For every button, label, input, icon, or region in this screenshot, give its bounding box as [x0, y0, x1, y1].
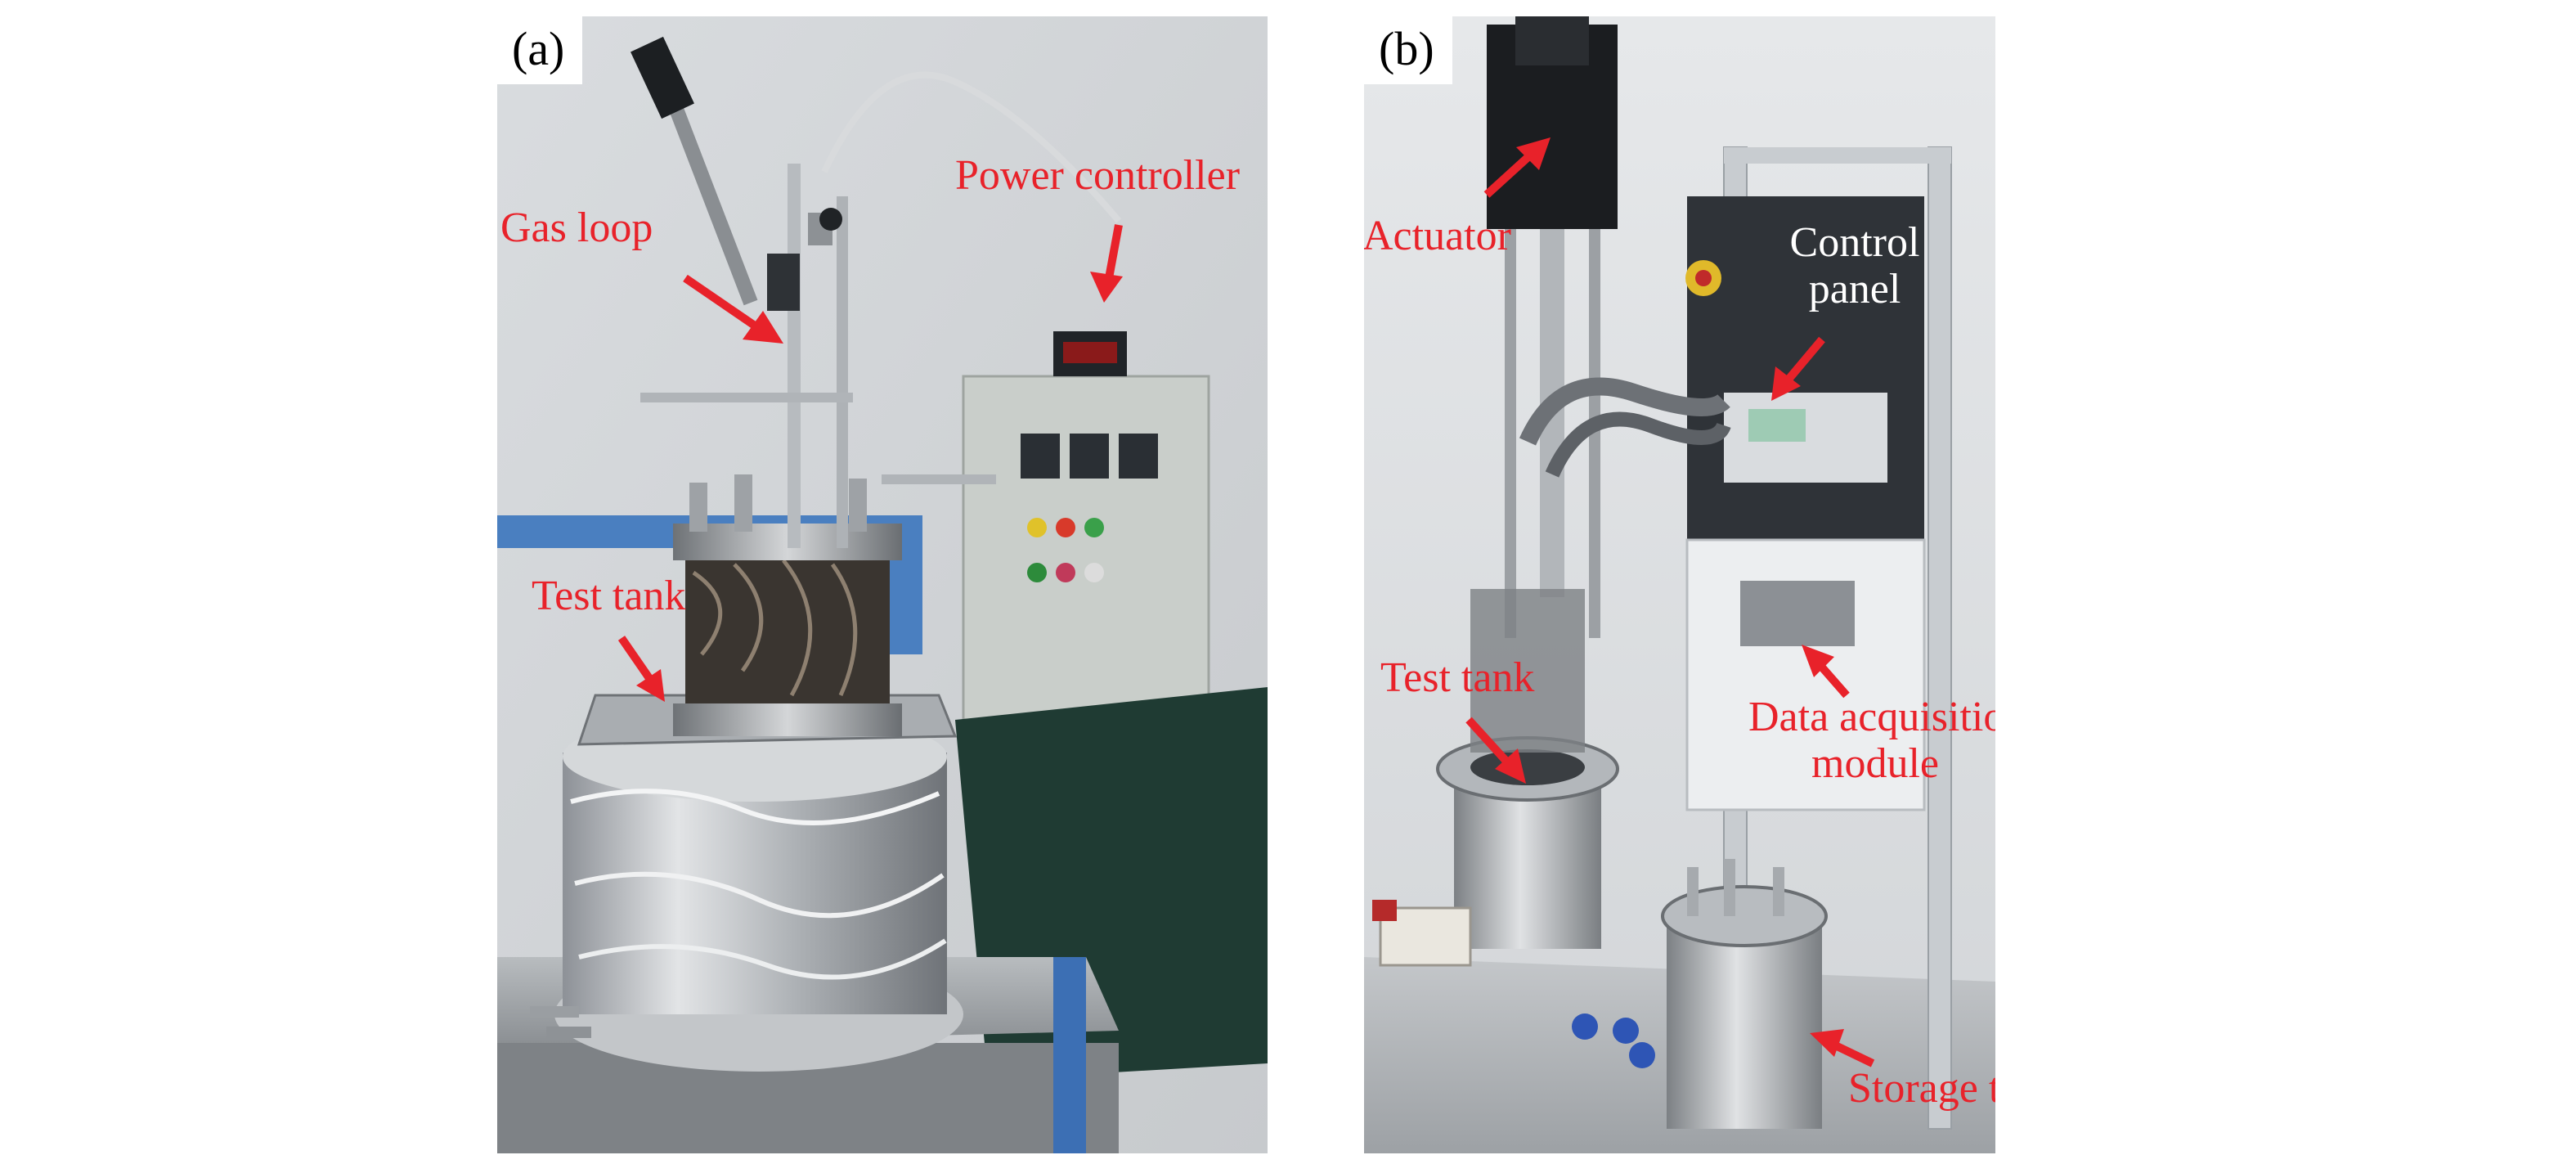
storage-tank-label: Storage tank	[1848, 1065, 1995, 1112]
photo-panel-b: (b) Actuator Control panel Test tank Dat…	[1364, 16, 1995, 1153]
test-tank-label-a: Test tank	[532, 573, 686, 619]
daq-module-label: Data acquisition module	[1748, 694, 1995, 787]
photo-panel-a: (a) Gas loop Power controller Test tank	[497, 16, 1268, 1153]
control-panel-label-line1: Control	[1789, 219, 1920, 266]
control-panel-label-line2: panel	[1808, 266, 1901, 313]
power-controller-label: Power controller	[955, 152, 1241, 199]
test-tank-label-b: Test tank	[1380, 654, 1535, 701]
photo-b-scene	[1364, 16, 1995, 1153]
gas-loop-label: Gas loop	[500, 204, 653, 251]
panel-b-tag: (b)	[1364, 16, 1452, 84]
control-panel-label: Control panel	[1765, 219, 1945, 312]
actuator-label: Actuator	[1364, 213, 1511, 259]
daq-module-label-line1: Data acquisition	[1748, 694, 1995, 740]
panel-a-tag: (a)	[497, 16, 583, 84]
photo-a-scene	[497, 16, 1268, 1153]
daq-module-label-line2: module	[1811, 740, 1939, 788]
